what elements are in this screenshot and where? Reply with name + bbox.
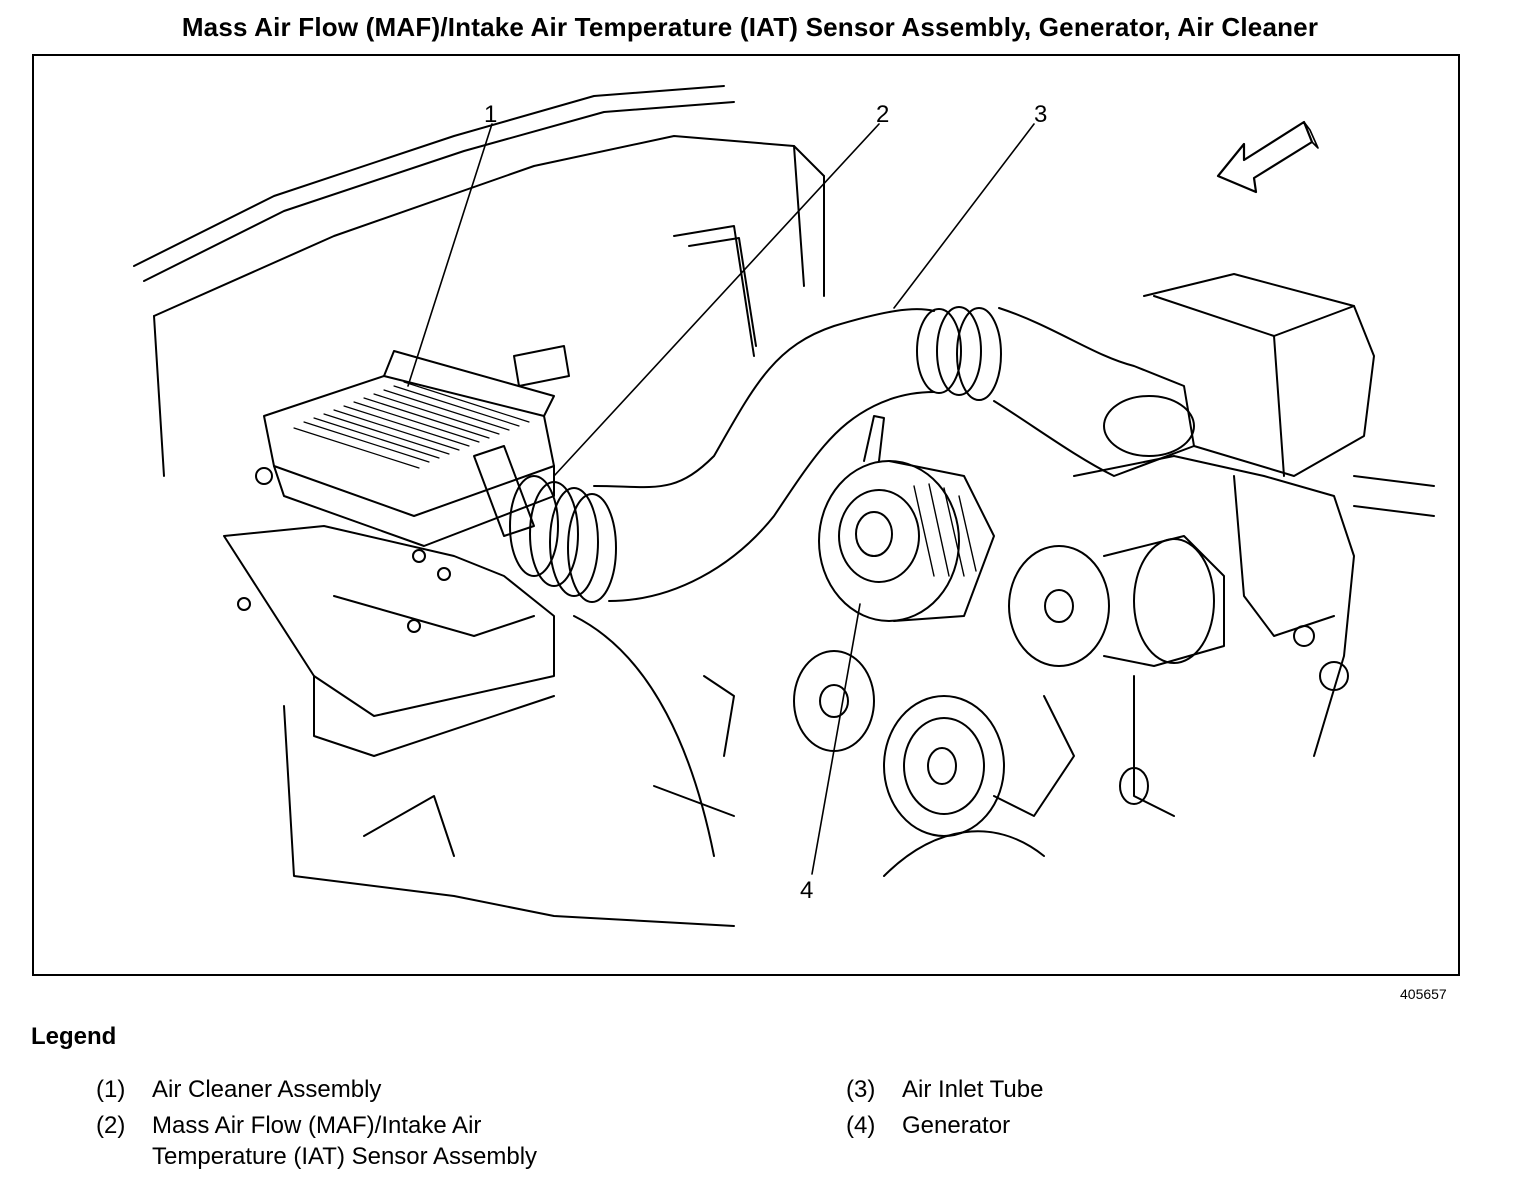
callout-1: 1 [484,101,497,128]
diagram-frame: 1 2 3 4 [32,54,1460,976]
direction-arrow-icon [1216,120,1319,194]
callout-3: 3 [1034,101,1047,128]
page-title: Mass Air Flow (MAF)/Intake Air Temperatu… [181,12,1319,42]
legend-item-text: Generator [902,1112,1011,1139]
legend-item-number: (2) [96,1112,126,1139]
legend-item-number: (3) [846,1076,876,1103]
legend-item-text: Air Inlet Tube [902,1076,1044,1103]
legend-item-number: (1) [96,1076,126,1103]
maf-iat-sensor [473,445,617,603]
legend-heading: Legend [31,1023,117,1050]
legend-item-number: (4) [846,1112,876,1139]
legend-item-text: Air Cleaner Assembly [152,1076,382,1103]
air-inlet-tube [593,273,1375,602]
generator [818,415,995,622]
hood-outline [133,85,825,477]
firewall-outline [283,615,735,927]
figure-number: 405657 [1400,986,1447,1002]
legend-item-text: Mass Air Flow (MAF)/Intake Air Temperatu… [152,1112,538,1170]
callout-leaders [407,123,1035,875]
engine-illustration: 1 2 3 4 [133,85,1435,927]
callout-2: 2 [876,101,889,128]
callout-4: 4 [800,877,813,904]
air-cleaner-assembly [223,350,555,757]
engine-block [793,455,1435,877]
